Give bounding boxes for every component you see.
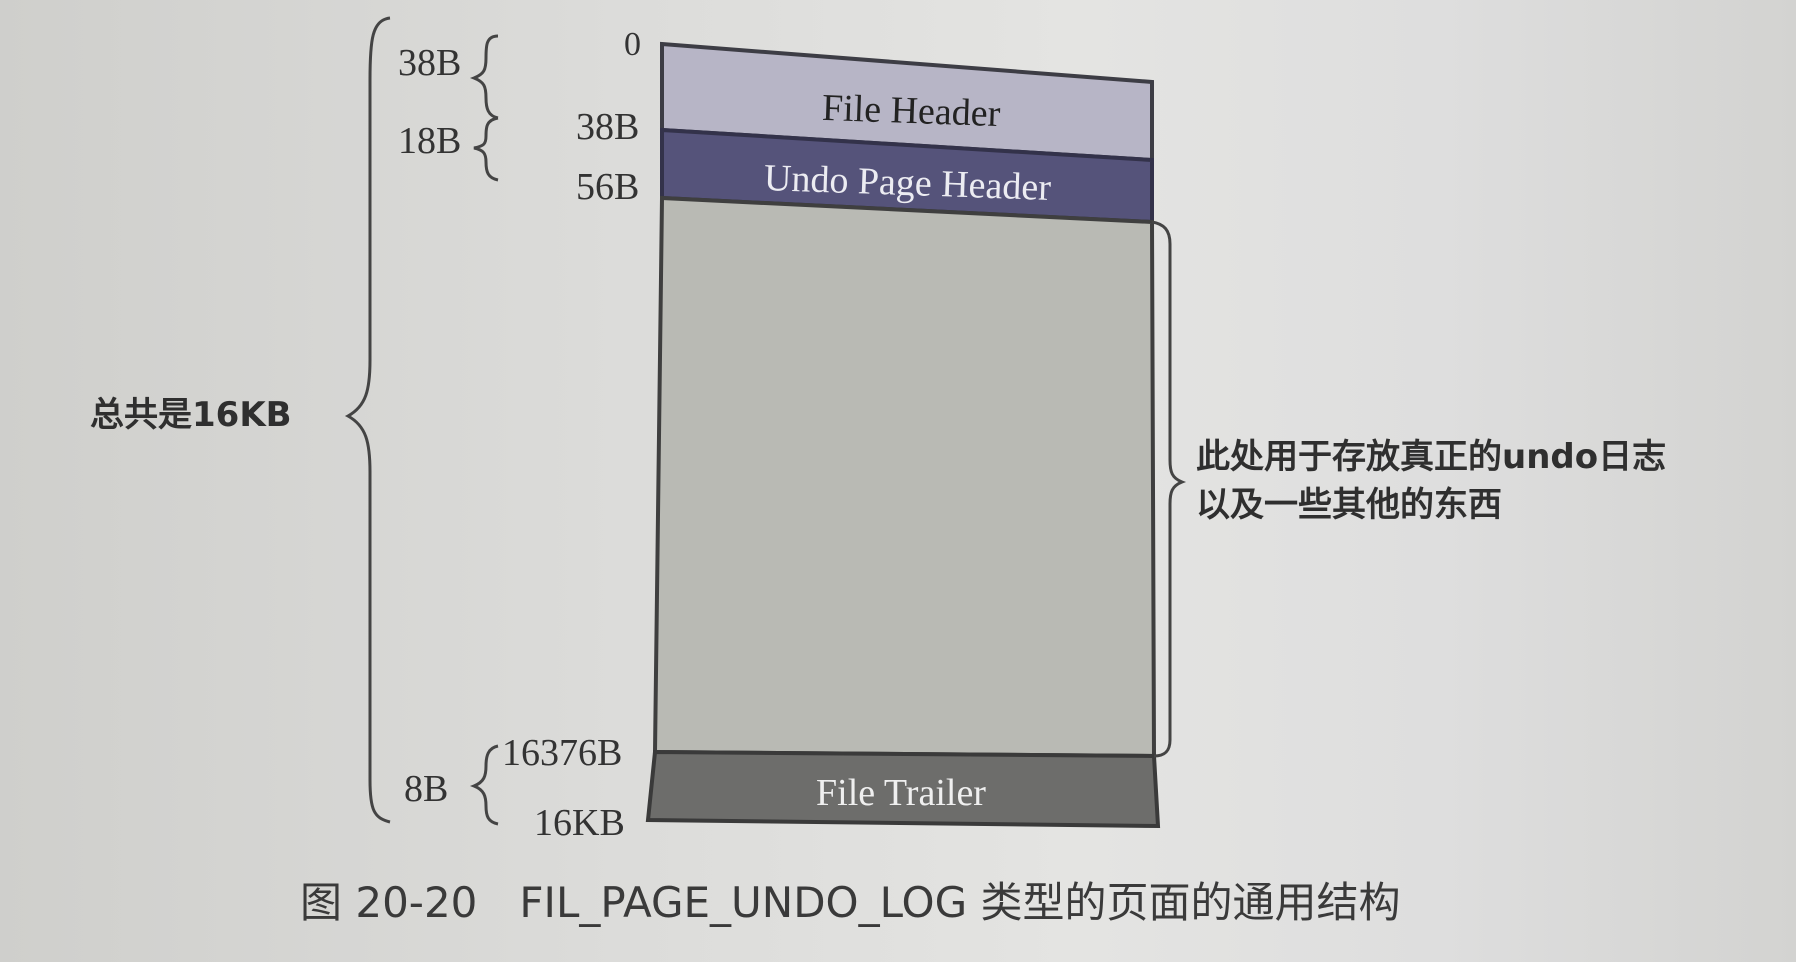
file-header-title: File Header [821, 86, 1001, 136]
data-body-block [652, 195, 1157, 759]
undo-header-size-brace [473, 116, 499, 182]
total-size-label: 总共是16KB [90, 395, 292, 435]
offset-38b-label: 38B [576, 106, 640, 148]
undo-page-header-title: Undo Page Header [763, 157, 1052, 209]
trailer-size-label: 8B [404, 768, 449, 810]
total-size-brace [344, 16, 391, 824]
file-header-size-brace [469, 34, 499, 120]
offset-16kb-label: 16KB [534, 802, 625, 844]
file-header-size-label: 38B [398, 42, 462, 84]
file-trailer-title: File Trailer [816, 772, 986, 814]
data-area-brace [1151, 220, 1187, 758]
data-area-annotation-line1: 此处用于存放真正的undo日志 [1196, 437, 1667, 477]
offset-56b-label: 56B [576, 166, 640, 208]
offset-0-label: 0 [624, 26, 641, 63]
file-trailer-block [645, 749, 1161, 829]
figure-caption: 图 20-20 FIL_PAGE_UNDO_LOG 类型的页面的通用结构 [300, 878, 1401, 927]
data-area-annotation-line2: 以及一些其他的东西 [1196, 485, 1502, 525]
trailer-size-brace [469, 744, 499, 826]
offset-16376b-label: 16376B [502, 732, 623, 774]
undo-header-size-label: 18B [398, 120, 462, 162]
